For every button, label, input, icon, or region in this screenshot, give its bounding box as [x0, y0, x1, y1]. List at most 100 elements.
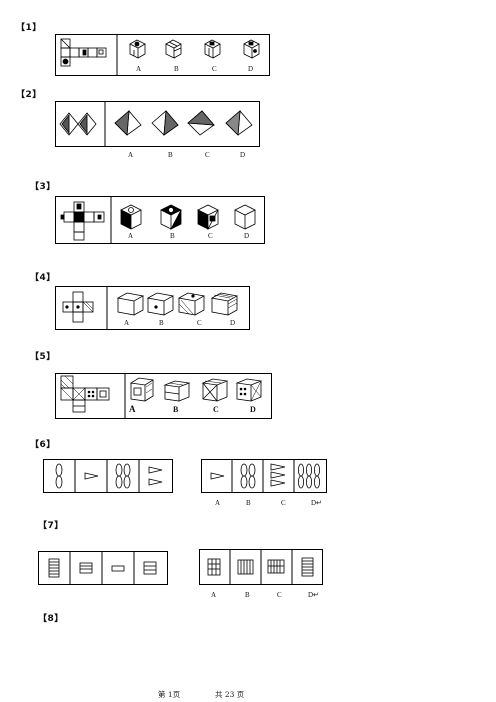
cube-net-icon [62, 291, 94, 323]
question-1-figure [55, 34, 270, 76]
ellipse-icon [123, 475, 131, 489]
striped-rect-icon [143, 561, 157, 575]
cube-option-a-icon [129, 39, 146, 59]
question-8-label: 【8】 [38, 614, 64, 624]
triangle-icon [148, 478, 163, 486]
question-1-label: 【1】 [16, 23, 42, 33]
q1-option-a: A [136, 65, 142, 73]
q1-option-b: B [174, 65, 179, 73]
cube-net-icon [60, 38, 107, 67]
grid-rect-icon [267, 559, 285, 574]
triangle-icon [210, 472, 225, 480]
page-total: 共 23 页 [215, 690, 245, 699]
q2-option-a: A [128, 151, 134, 159]
q4-option-c: C [197, 319, 202, 327]
grid-rect-icon [207, 558, 221, 576]
question-7-options-figure [199, 549, 323, 585]
ellipse-icon [306, 463, 313, 477]
q3-option-d: D [244, 232, 250, 240]
q6-option-c: C [281, 499, 286, 507]
cube-option-c-icon [197, 204, 219, 230]
ellipse-icon [248, 463, 256, 477]
question-7-given-figure [38, 551, 168, 585]
ellipse-icon [314, 475, 321, 489]
cube-option-d-icon [235, 378, 263, 402]
q3-option-a: A [128, 232, 134, 240]
q7-option-a: A [211, 591, 217, 599]
q7-option-c: C [277, 591, 282, 599]
cross-net-icon [60, 201, 105, 241]
cube-option-a-icon [120, 204, 142, 230]
q5-option-d: D [250, 405, 256, 414]
ellipse-icon [240, 475, 248, 489]
cube-net-icon [60, 375, 110, 413]
q3-option-c: C [208, 232, 213, 240]
question-6-label: 【6】 [30, 440, 56, 450]
question-5-label: 【5】 [30, 352, 56, 362]
cube-option-d-icon [234, 204, 256, 230]
q1-option-d: D [248, 65, 254, 73]
cube-option-d-icon [210, 292, 239, 316]
ellipse-icon [55, 475, 63, 489]
q2-option-b: B [168, 151, 173, 159]
triangle-icon [84, 472, 99, 480]
ellipse-icon [248, 475, 256, 489]
cube-option-d-icon [243, 39, 260, 59]
pyramid-option-b-icon [151, 110, 179, 136]
ellipse-icon [240, 463, 248, 477]
q6-option-b: B [246, 499, 251, 507]
question-2-label: 【2】 [16, 90, 42, 100]
ellipse-icon [314, 463, 321, 477]
ellipse-icon [123, 463, 131, 477]
question-3-figure [55, 196, 265, 244]
ellipse-icon [306, 475, 313, 489]
triangle-icon [270, 463, 286, 471]
q5-option-b: B [173, 405, 179, 414]
triangle-strip-icon [59, 112, 97, 136]
question-4-label: 【4】 [30, 273, 56, 283]
ellipse-icon [55, 463, 63, 477]
q2-option-c: C [205, 151, 210, 159]
cube-option-c-icon [204, 39, 221, 59]
cube-option-b-icon [160, 204, 182, 230]
pyramid-option-a-icon [114, 110, 142, 136]
q4-option-b: B [159, 319, 164, 327]
q7-option-b: B [245, 591, 250, 599]
pyramid-option-d-icon [225, 110, 253, 136]
cube-option-b-icon [163, 380, 191, 402]
ellipse-icon [298, 475, 305, 489]
question-7-label: 【7】 [38, 521, 64, 531]
question-2-figure [55, 101, 260, 147]
q3-option-b: B [170, 232, 175, 240]
triangle-icon [270, 479, 286, 487]
question-4-figure [55, 286, 250, 330]
q5-option-c: C [213, 405, 219, 414]
cube-option-c-icon [177, 292, 206, 316]
ellipse-icon [298, 463, 305, 477]
triangle-icon [148, 466, 163, 474]
question-5-figure [55, 373, 272, 419]
ellipse-icon [115, 463, 123, 477]
q4-option-a: A [124, 319, 130, 327]
cube-option-c-icon [201, 378, 229, 402]
cube-option-a-icon [129, 377, 155, 402]
q7-option-d: D↵ [308, 591, 319, 599]
triangle-icon [270, 471, 286, 479]
rect-icon [111, 565, 125, 572]
striped-rect-icon [79, 562, 93, 574]
cube-option-b-icon [165, 39, 182, 59]
q6-option-d: D↵ [311, 499, 322, 507]
question-6-given-figure [43, 459, 173, 493]
cube-option-b-icon [146, 292, 175, 316]
q6-option-a: A [215, 499, 221, 507]
q4-option-d: D [230, 319, 236, 327]
ellipse-icon [115, 475, 123, 489]
q2-option-d: D [240, 151, 246, 159]
question-3-label: 【3】 [30, 182, 56, 192]
page-number: 第 1页 [158, 690, 181, 699]
striped-rect-icon [237, 559, 254, 575]
question-6-options-figure [201, 459, 327, 493]
cube-option-a-icon [116, 292, 145, 316]
q5-option-a: A [129, 404, 136, 414]
pyramid-option-c-icon [187, 110, 215, 136]
